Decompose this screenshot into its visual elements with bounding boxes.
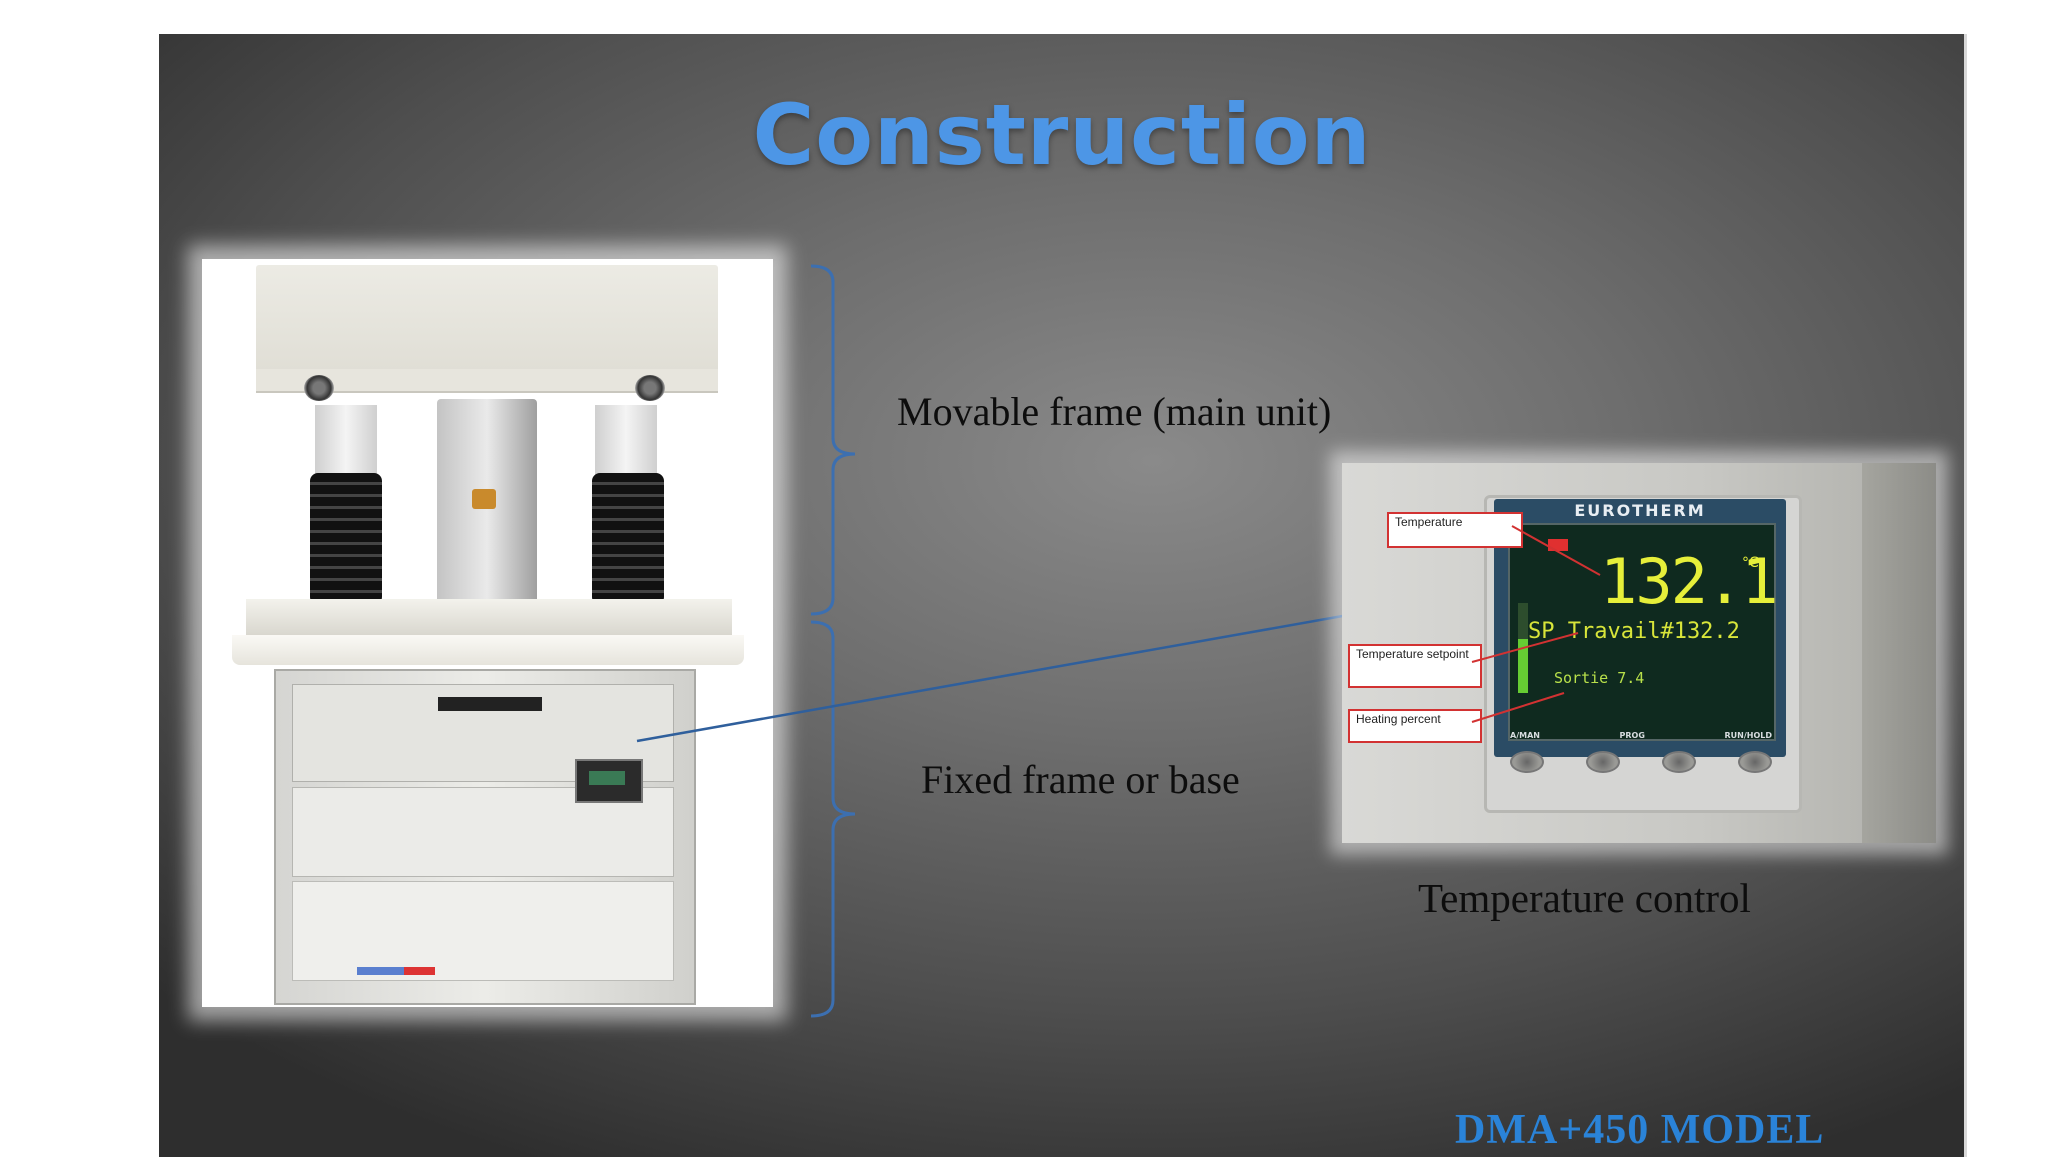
controller-key-down	[1662, 751, 1696, 773]
machine-controller-display	[575, 759, 643, 803]
machine-head	[256, 265, 718, 389]
machine-bellows-left	[310, 473, 382, 605]
controller-key-scroll	[1586, 751, 1620, 773]
controller-setpoint-line: SP Travail#132.2	[1528, 619, 1740, 644]
callout-heating-percent: Heating percent	[1348, 709, 1482, 743]
key-label-auto-manual: A/MAN	[1510, 731, 1540, 740]
controller-key-page	[1510, 751, 1544, 773]
machine-brand-logo	[357, 967, 435, 975]
movable-frame-label: Movable frame (main unit)	[897, 389, 1332, 434]
machine-column-left	[315, 405, 377, 475]
machine-bellows-right	[592, 473, 664, 605]
movable-frame-bracket	[810, 264, 856, 616]
machine-knob-right	[635, 375, 665, 401]
controller-brand: EUROTHERM	[1574, 501, 1706, 520]
machine-table	[246, 599, 732, 635]
slide-title: Construction	[752, 86, 1372, 184]
controller-side-panel	[1862, 463, 1936, 843]
leader-setpoint	[1471, 632, 1579, 663]
callout-temperature: Temperature	[1387, 512, 1523, 548]
machine-sample	[472, 489, 496, 509]
controller-screen	[1508, 523, 1776, 741]
slide: Construction Movable frame (main unit) F…	[159, 34, 1965, 1157]
controller-unit: °C	[1742, 555, 1759, 571]
machine-knob-left	[304, 375, 334, 401]
dma-machine-photo	[202, 259, 773, 1007]
fixed-frame-bracket	[810, 620, 856, 1018]
key-label-prog: PROG	[1619, 731, 1645, 740]
controller-output-line: Sortie 7.4	[1554, 669, 1645, 687]
controller-keys	[1510, 751, 1772, 773]
callout-temperature-setpoint: Temperature setpoint	[1348, 644, 1482, 688]
callout-leader-lines	[1471, 525, 1601, 723]
temperature-controller-photo: EUROTHERM 132.1 °C SP Travail#132.2 Sort…	[1342, 463, 1936, 843]
machine-table-lip	[232, 635, 744, 665]
machine-slot	[438, 697, 542, 711]
fixed-frame-label: Fixed frame or base	[921, 757, 1240, 802]
temperature-control-label: Temperature control	[1418, 875, 1751, 921]
controller-arrow-line	[636, 604, 1400, 743]
slide-right-edge	[1964, 34, 1967, 1157]
controller-key-labels: A/MAN PROG RUN/HOLD	[1510, 731, 1772, 740]
key-label-run-hold: RUN/HOLD	[1724, 731, 1772, 740]
leader-temperature	[1511, 525, 1601, 576]
machine-column-right	[595, 405, 657, 475]
leader-heating	[1471, 692, 1565, 723]
machine-panel-bottom	[292, 881, 674, 981]
controller-key-up	[1738, 751, 1772, 773]
model-name: DMA+450 MODEL	[1455, 1107, 1825, 1153]
controller-temperature-reading: 132.1	[1600, 545, 1779, 618]
